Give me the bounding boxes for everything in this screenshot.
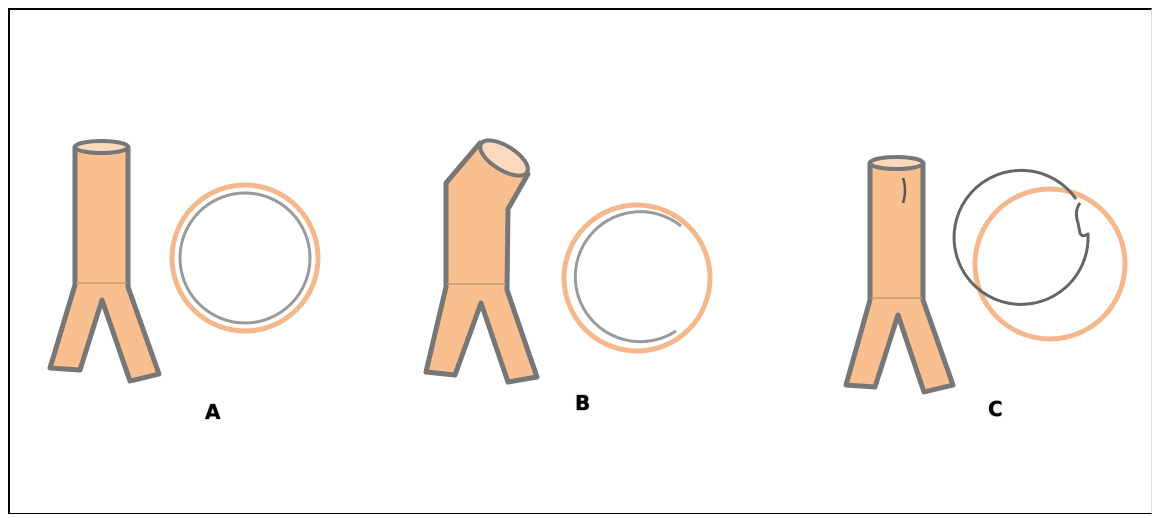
cross-section-a (169, 182, 321, 334)
vessel-b-opening (478, 138, 530, 178)
vessel-c-intimal-flap (901, 177, 907, 204)
vessel-a-opening (73, 139, 130, 155)
figure-frame (8, 8, 1152, 514)
panel-label-b: B (575, 391, 591, 415)
vessel-c-opening (868, 155, 925, 171)
cross-section-b (561, 202, 713, 354)
panel-a (47, 139, 321, 384)
panel-b (423, 138, 713, 385)
panel-label-a: A (205, 400, 221, 424)
vessel-a-bifurcation (47, 139, 162, 384)
vessel-c-bifurcation (843, 155, 956, 395)
cross-section-c (952, 168, 1128, 342)
vessel-b-bifurcation (423, 138, 540, 385)
panel-label-c: C (988, 397, 1003, 421)
panel-c (843, 155, 1128, 395)
